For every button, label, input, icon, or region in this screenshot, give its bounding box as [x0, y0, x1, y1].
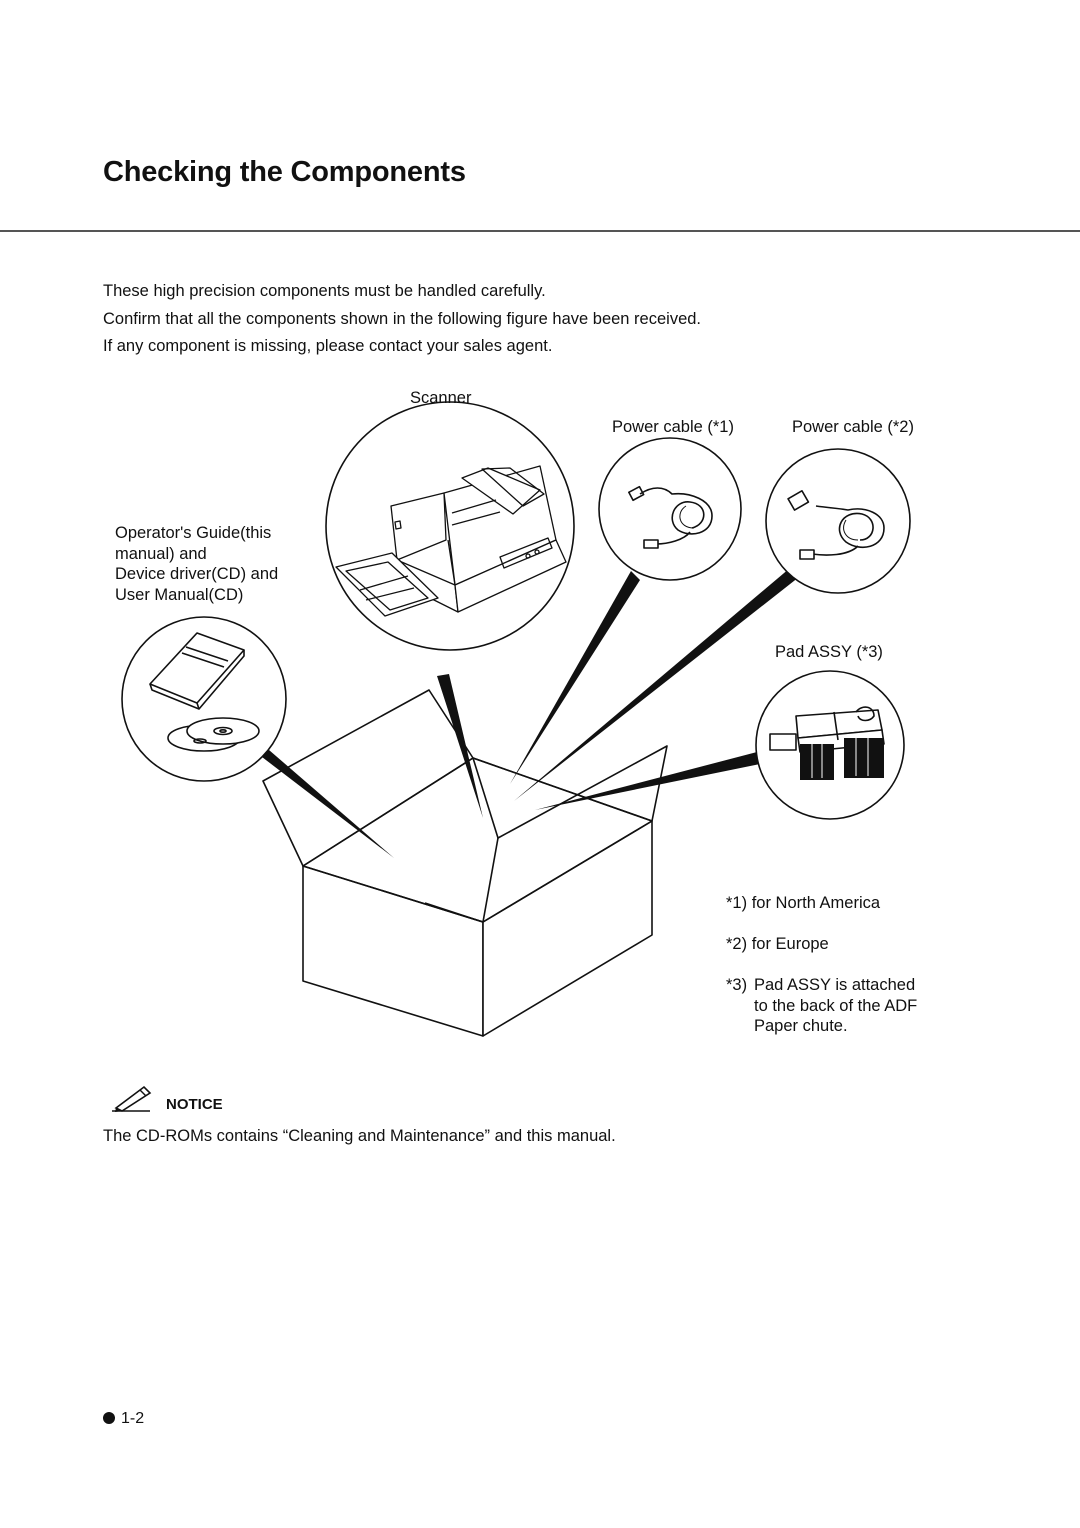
page-number: 1-2: [103, 1410, 144, 1428]
intro-text: These high precision components must be …: [103, 278, 701, 361]
power-cable-2-label: Power cable (*2): [792, 418, 914, 436]
power-cable-2-illustration: [765, 448, 911, 594]
footnote-3-line-1: Pad ASSY is attached: [754, 976, 916, 994]
power-cable-1-illustration: [598, 437, 742, 581]
page-number-text: 1-2: [121, 1410, 145, 1427]
intro-line-2: Confirm that all the components shown in…: [103, 309, 702, 328]
pencil-notice-icon: [112, 1085, 158, 1113]
footnote-1-marker: *1): [726, 894, 748, 912]
footnote-3-line-2: to the back of the ADF: [754, 996, 918, 1015]
footnote-2-text: for Europe: [751, 935, 829, 953]
pointer-wedges: [262, 568, 799, 858]
title-divider: [0, 230, 1080, 232]
manual-and-cd-illustration: [121, 616, 287, 782]
footnote-2-marker: *2): [726, 935, 748, 953]
power-cable-1-label: Power cable (*1): [612, 418, 734, 436]
docs-label-line-2: manual) and: [115, 544, 207, 563]
docs-label: Operator's Guide(this manual) and Device…: [115, 523, 278, 605]
footnote-3-marker: *3): [726, 976, 748, 994]
bullet-icon: [103, 1412, 115, 1424]
footnote-2: *2) for Europe: [726, 934, 829, 955]
intro-line-3: If any component is missing, please cont…: [103, 337, 553, 355]
footnote-1-text: for North America: [751, 894, 881, 912]
docs-label-line-4: User Manual(CD): [115, 585, 244, 604]
pad-assy-illustration: [755, 670, 905, 820]
scanner-label: Scanner: [410, 389, 472, 407]
notice-text: The CD-ROMs contains “Cleaning and Maint…: [103, 1127, 616, 1145]
docs-label-line-3: Device driver(CD) and: [115, 565, 279, 583]
footnote-3-text: Pad ASSY is attached to the back of the …: [754, 975, 917, 1037]
footnote-3: *3) Pad ASSY is attached to the back of …: [726, 975, 917, 1037]
docs-label-line-1: Operator's Guide(this: [115, 524, 272, 542]
pad-assy-label: Pad ASSY (*3): [775, 643, 883, 661]
page-title: Checking the Components: [103, 156, 466, 188]
notice-title: NOTICE: [166, 1096, 223, 1113]
notice-block: NOTICE: [110, 1084, 223, 1114]
intro-line-1: These high precision components must be …: [103, 282, 546, 300]
footnote-1: *1) for North America: [726, 893, 880, 914]
scanner-illustration: [325, 401, 575, 651]
footnote-3-line-3: Paper chute.: [754, 1017, 848, 1035]
shipping-box-illustration: [262, 689, 668, 1037]
